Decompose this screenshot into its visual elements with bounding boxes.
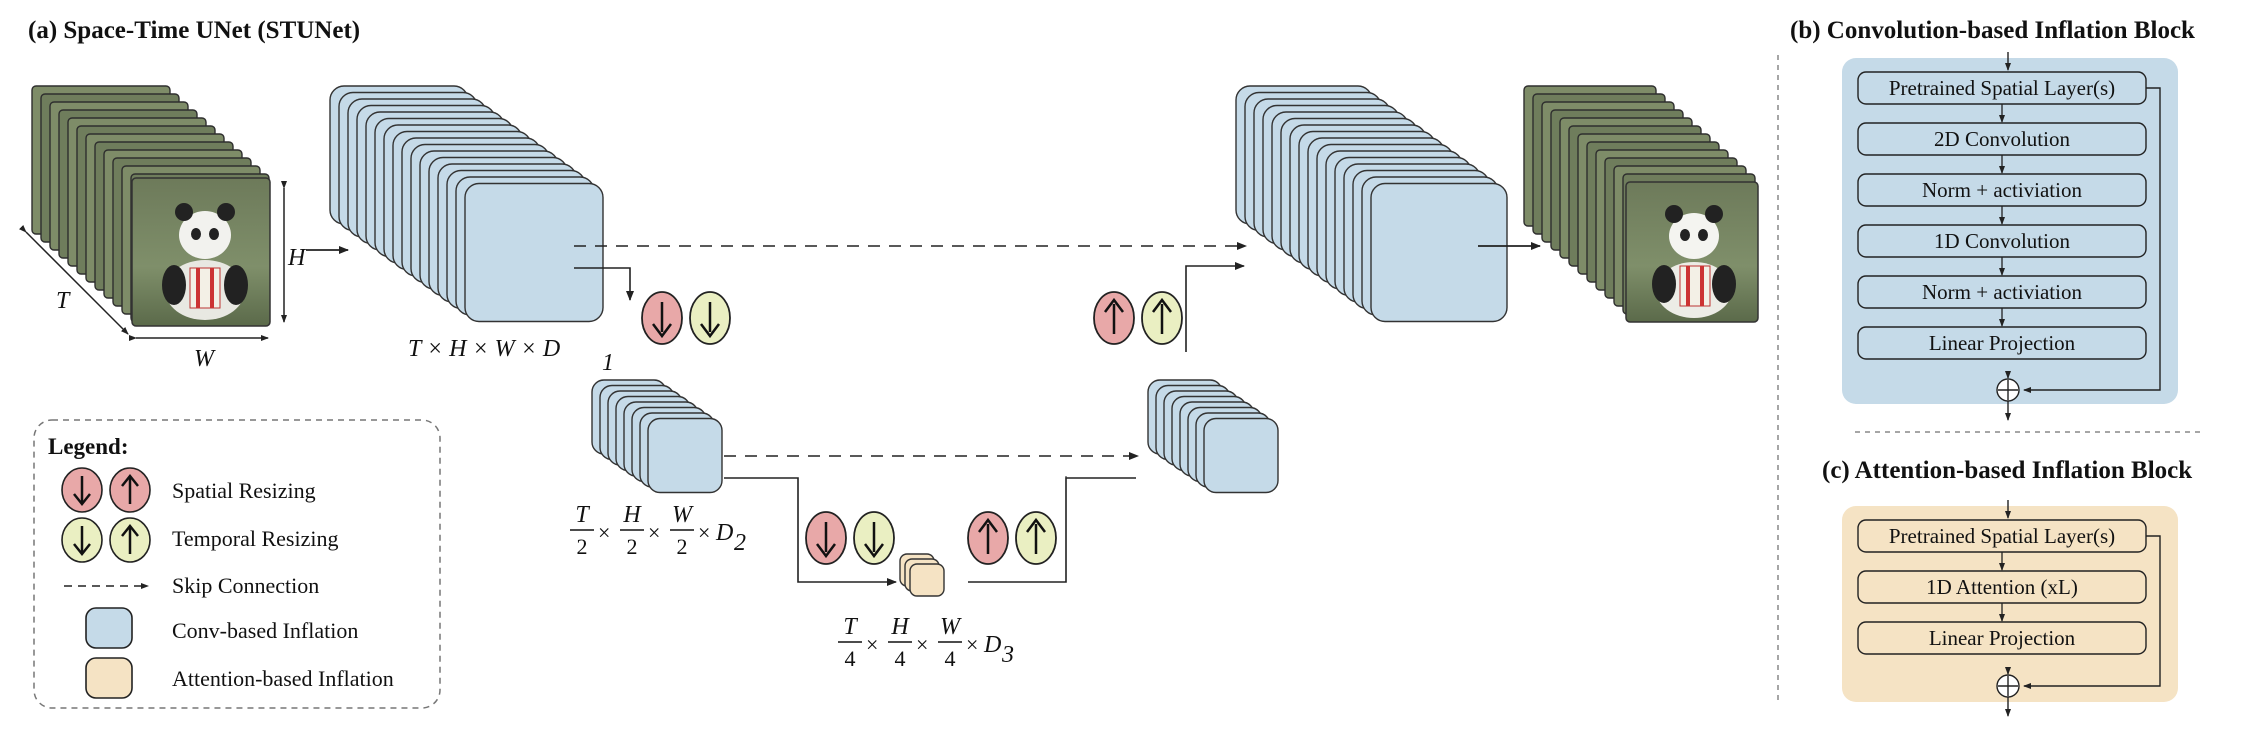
conv-block-layers: Pretrained Spatial Layer(s) 2D Convolutio… (1857, 71, 2147, 360)
attn-layer-label: Linear Projection (1929, 626, 2076, 650)
legend-attn-label: Attention-based Inflation (172, 666, 394, 691)
upsample-path-level2 (1185, 262, 1245, 352)
times-symbol: × (966, 632, 978, 657)
w-axis-label: W (194, 346, 216, 372)
frac-numerator: H (890, 614, 910, 640)
frac-denominator: 4 (895, 646, 906, 671)
legend-spatial-icons (61, 467, 151, 513)
frac-numerator: T (843, 614, 858, 640)
attn-layer-box (1857, 621, 2147, 655)
frac-numerator: H (622, 502, 642, 528)
frac-numerator: W (672, 502, 694, 528)
t-axis-arrow (18, 224, 129, 335)
times-symbol: × (598, 520, 610, 545)
depth-subscript: 3 (1001, 642, 1014, 668)
bottleneck-attention-stack (899, 553, 945, 597)
frac-denominator: 2 (577, 534, 588, 559)
decoder-level1-stack (1235, 85, 1508, 323)
decoder-level2-slice (1203, 417, 1279, 494)
conv-layer-label: Norm + activiation (1922, 178, 2082, 202)
attn-block-layers: Pretrained Spatial Layer(s) 1D Attention … (1857, 519, 2147, 655)
temporal-down-icon (853, 511, 895, 565)
upsample-path-level3 (968, 477, 1136, 583)
depth-symbol: D (983, 632, 1001, 658)
temporal-up-icon (1141, 291, 1183, 345)
encoder-level1-stack (329, 85, 604, 323)
conv-block-panel (1842, 58, 2178, 404)
bottleneck-slice (909, 563, 945, 597)
title-attn-block: (c) Attention-based Inflation Block (1822, 457, 2192, 484)
title-conv-block: (b) Convolution-based Inflation Block (1790, 17, 2195, 44)
frac-denominator: 4 (845, 646, 856, 671)
title-stunet: (a) Space-Time UNet (STUNet) (28, 17, 360, 44)
frac-numerator: T (575, 502, 590, 528)
level1-shape-label: T × H × W × D (408, 336, 560, 362)
frac-denominator: 4 (945, 646, 956, 671)
temporal-down-icon (689, 291, 731, 345)
frac-denominator: 2 (627, 534, 638, 559)
spatial-up-icon (1093, 291, 1135, 345)
conv-layer-label: 1D Convolution (1934, 229, 2070, 253)
temporal-up-icon (1015, 511, 1057, 565)
attn-layer-label: 1D Attention (xL) (1926, 575, 2078, 599)
attn-residual-path (2023, 535, 2161, 689)
level1-shape-subscript: 1 (602, 350, 614, 376)
conv-residual-path (2023, 87, 2161, 393)
legend-spatial-label: Spatial Resizing (172, 478, 316, 503)
conv-layer-label: Norm + activiation (1922, 280, 2082, 304)
legend-heading: Legend: (48, 434, 129, 459)
legend-conv-label: Conv-based Inflation (172, 618, 358, 643)
encoder-level2-stack (591, 379, 723, 494)
input-panda-frame (131, 177, 271, 327)
legend: Legend: Spatial Resizing Temporal Resizi… (33, 419, 441, 709)
spatial-down-icon (641, 291, 683, 345)
encoder-level2-slice (647, 417, 723, 494)
encoder-level1-slice (464, 182, 604, 323)
frac-denominator: 2 (677, 534, 688, 559)
legend-skip-label: Skip Connection (172, 573, 319, 598)
times-symbol: × (866, 632, 878, 657)
downsample-path-level1 (574, 267, 634, 301)
legend-temporal-icons (61, 517, 151, 563)
decoder-level1-slice (1370, 182, 1508, 323)
depth-symbol: D (715, 520, 733, 546)
t-axis-label: T (56, 288, 71, 314)
plus-circle-icon (1996, 674, 2020, 698)
decoder-level2-stack (1147, 379, 1279, 494)
depth-subscript: 2 (734, 530, 746, 556)
attn-layer-label: Pretrained Spatial Layer(s) (1889, 524, 2115, 548)
legend-attn-swatch (85, 657, 133, 699)
conv-layer-box (1857, 326, 2147, 360)
legend-temporal-label: Temporal Resizing (172, 526, 338, 551)
conv-layer-label: 2D Convolution (1934, 127, 2070, 151)
legend-conv-swatch (85, 607, 133, 649)
plus-circle-icon (1996, 378, 2020, 402)
downsample-path-level2 (724, 477, 897, 586)
times-symbol: × (648, 520, 660, 545)
output-panda-frame (1625, 181, 1759, 323)
times-symbol: × (916, 632, 928, 657)
frac-numerator: W (940, 614, 962, 640)
attn-block-panel (1842, 506, 2178, 702)
conv-layer-label: Linear Projection (1929, 331, 2076, 355)
h-axis-label: H (287, 245, 307, 271)
spatial-up-icon (967, 511, 1009, 565)
conv-layer-label: Pretrained Spatial Layer(s) (1889, 76, 2115, 100)
times-symbol: × (698, 520, 710, 545)
spatial-down-icon (805, 511, 847, 565)
